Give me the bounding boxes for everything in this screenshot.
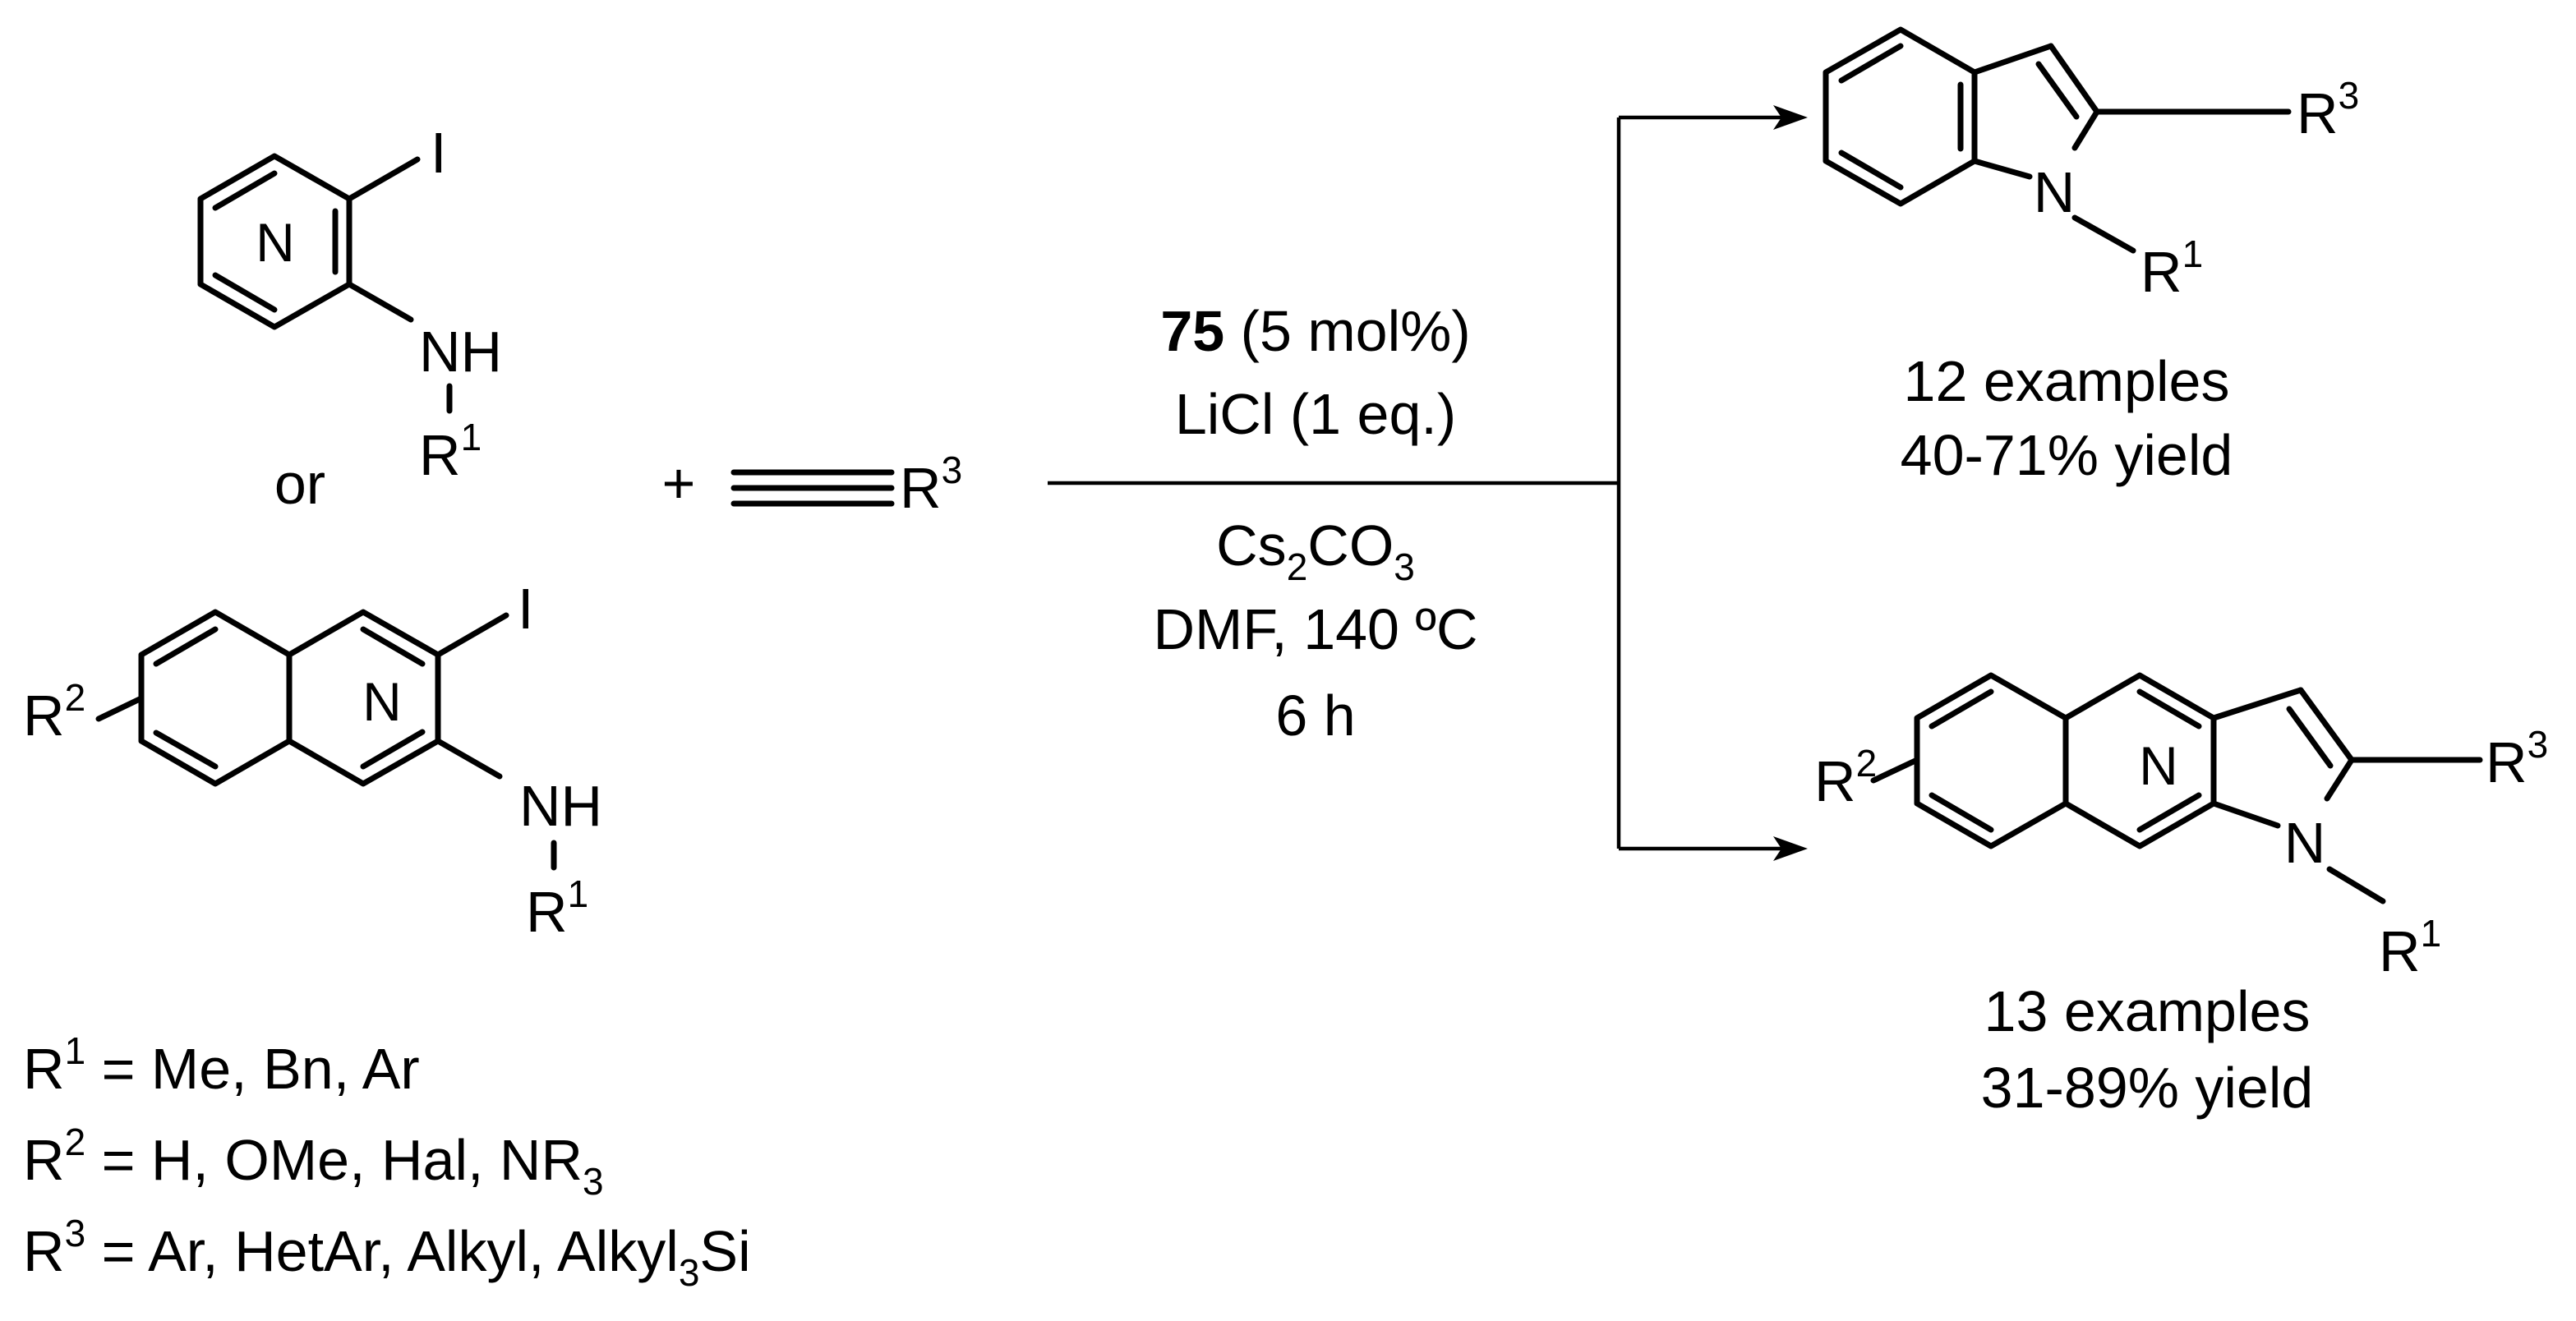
reaction-conditions: 75 (5 mol%) LiCl (1 eq.) Cs2CO3 DMF, 140… (1153, 299, 1477, 748)
iodo-label: I (431, 121, 446, 185)
r1-label: R1 (2141, 232, 2203, 304)
r2-label: R2 (1814, 742, 1877, 813)
product-indole: N R3 R1 12 examples 40-71% yield (1823, 26, 2359, 487)
additive-text: LiCl (1 eq.) (1175, 382, 1456, 446)
examples-count: 13 examples (1984, 979, 2311, 1043)
indole-nitrogen-label: N (2034, 160, 2076, 224)
yield-range: 40-71% yield (1901, 423, 2233, 487)
time-text: 6 h (1275, 684, 1355, 748)
ring-nitrogen-label: N (256, 212, 295, 273)
base-text: Cs2CO3 (1216, 513, 1415, 588)
arrowhead-bottom (1773, 836, 1808, 861)
ring-nitrogen-label: N (362, 671, 402, 732)
pyrrole-nitrogen-label: N (2284, 811, 2326, 875)
arrowhead-top (1773, 105, 1808, 130)
r1-label: R1 (2379, 912, 2441, 983)
product-pyrroloquinoline: N N R2 R3 R1 13 examples 31-89% yield (1814, 672, 2548, 1120)
amine-label: NH (519, 774, 602, 838)
substituent-definitions: R1 = Me, Bn, Ar R2 = H, OMe, Hal, NR3 R3… (23, 1029, 751, 1294)
r2-label: R2 (23, 676, 85, 748)
yield-range: 31-89% yield (1981, 1056, 2314, 1120)
terminal-alkyne: R3 (730, 449, 962, 520)
r1-label: R1 (419, 416, 482, 487)
solvent-temperature-text: DMF, 140 ºC (1153, 597, 1477, 661)
or-text: or (274, 452, 325, 516)
reactant-aminoiodopyridine: N I NH R1 (197, 121, 502, 487)
r3-label: R3 (2297, 74, 2359, 145)
r3-label: R3 (900, 449, 962, 520)
r3-label: R3 (2486, 723, 2548, 794)
reaction-arrow (1048, 105, 1808, 861)
amine-label: NH (419, 320, 502, 384)
ring-nitrogen-label: N (2139, 735, 2178, 796)
r1-label: R1 (526, 872, 588, 944)
definition-r3: R3 = Ar, HetAr, Alkyl, Alkyl3Si (23, 1212, 751, 1294)
examples-count: 12 examples (1904, 349, 2230, 413)
definition-r1: R1 = Me, Bn, Ar (23, 1029, 420, 1101)
catalyst-text: 75 (5 mol%) (1160, 299, 1470, 363)
plus-sign: + (662, 451, 696, 515)
definition-r2: R2 = H, OMe, Hal, NR3 (23, 1121, 604, 1203)
reactant-aminoiodoquinoline: N I NH R1 R2 (23, 577, 602, 944)
iodo-label: I (518, 577, 533, 641)
